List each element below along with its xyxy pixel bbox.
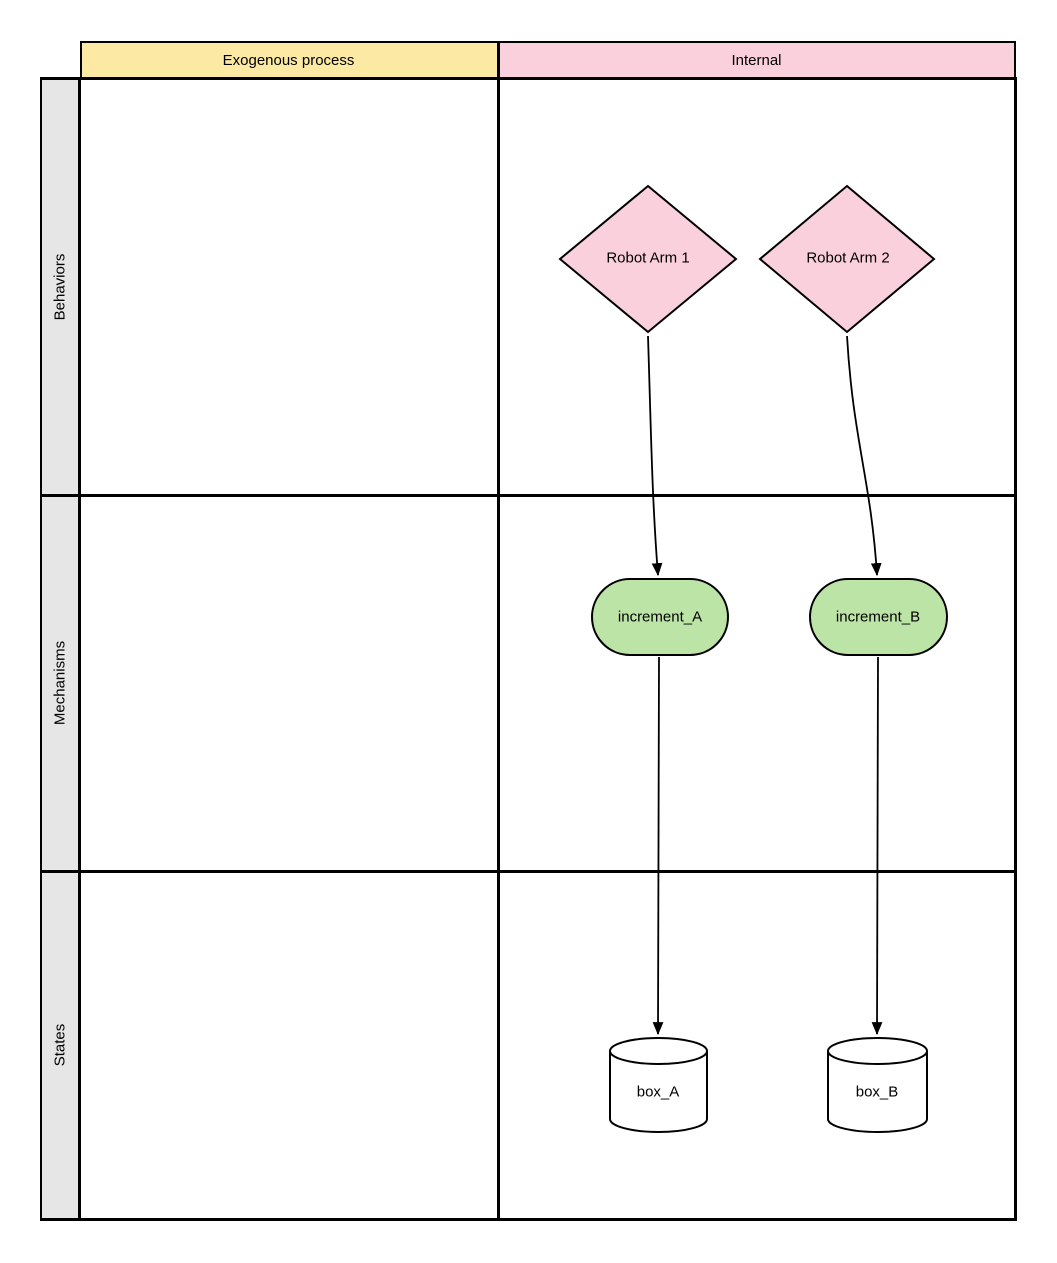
row-divider-behaviors-mechanisms bbox=[40, 494, 1017, 497]
header-right-border bbox=[1014, 41, 1016, 79]
node-increment-b bbox=[809, 578, 948, 656]
node-label-box-a: box_A bbox=[636, 1083, 680, 1101]
cylinder-body bbox=[609, 1051, 708, 1133]
internal-header-cell bbox=[500, 43, 1014, 77]
edge-robot-arm-2-to-increment-b bbox=[846, 335, 882, 577]
exogenous-header-cell bbox=[82, 43, 497, 77]
node-robot-arm-1 bbox=[558, 184, 738, 334]
node-increment-a bbox=[591, 578, 729, 656]
header-top-border bbox=[80, 41, 1016, 43]
column-header-exogenous-label: Exogenous process bbox=[222, 51, 355, 69]
cylinder-top bbox=[609, 1037, 708, 1065]
grid-top-border bbox=[40, 77, 1017, 80]
column-header-internal-label: Internal bbox=[731, 51, 782, 69]
header-mid-border bbox=[497, 41, 500, 79]
node-label-increment-a: increment_A bbox=[617, 608, 703, 626]
cylinder-body bbox=[827, 1051, 928, 1133]
node-label-box-b: box_B bbox=[855, 1083, 899, 1101]
column-header-internal: Internal bbox=[497, 41, 1016, 79]
node-label-increment-b: increment_B bbox=[835, 608, 921, 626]
strip-right-border bbox=[78, 77, 81, 1221]
row-divider-mechanisms-states bbox=[40, 870, 1017, 873]
grid-bottom-border bbox=[40, 1218, 1017, 1221]
header-left-border bbox=[80, 41, 82, 79]
edge-robot-arm-1-to-increment-a bbox=[647, 335, 663, 577]
edge-increment-b-to-box-b bbox=[871, 656, 883, 1036]
node-robot-arm-2 bbox=[758, 184, 936, 334]
grid-right-border bbox=[1014, 77, 1017, 1221]
column-header-exogenous-process: Exogenous process bbox=[80, 41, 497, 79]
cylinder-top bbox=[827, 1037, 928, 1065]
grid-column-divider bbox=[497, 77, 500, 1221]
node-box-b bbox=[827, 1037, 928, 1133]
row-header-strip bbox=[42, 80, 78, 1218]
edge-increment-a-to-box-a bbox=[652, 656, 664, 1036]
node-label-robot-arm-1: Robot Arm 1 bbox=[606, 249, 690, 267]
node-label-robot-arm-2: Robot Arm 2 bbox=[806, 249, 890, 267]
node-box-a bbox=[609, 1037, 708, 1133]
strip-left-border bbox=[40, 77, 42, 1221]
